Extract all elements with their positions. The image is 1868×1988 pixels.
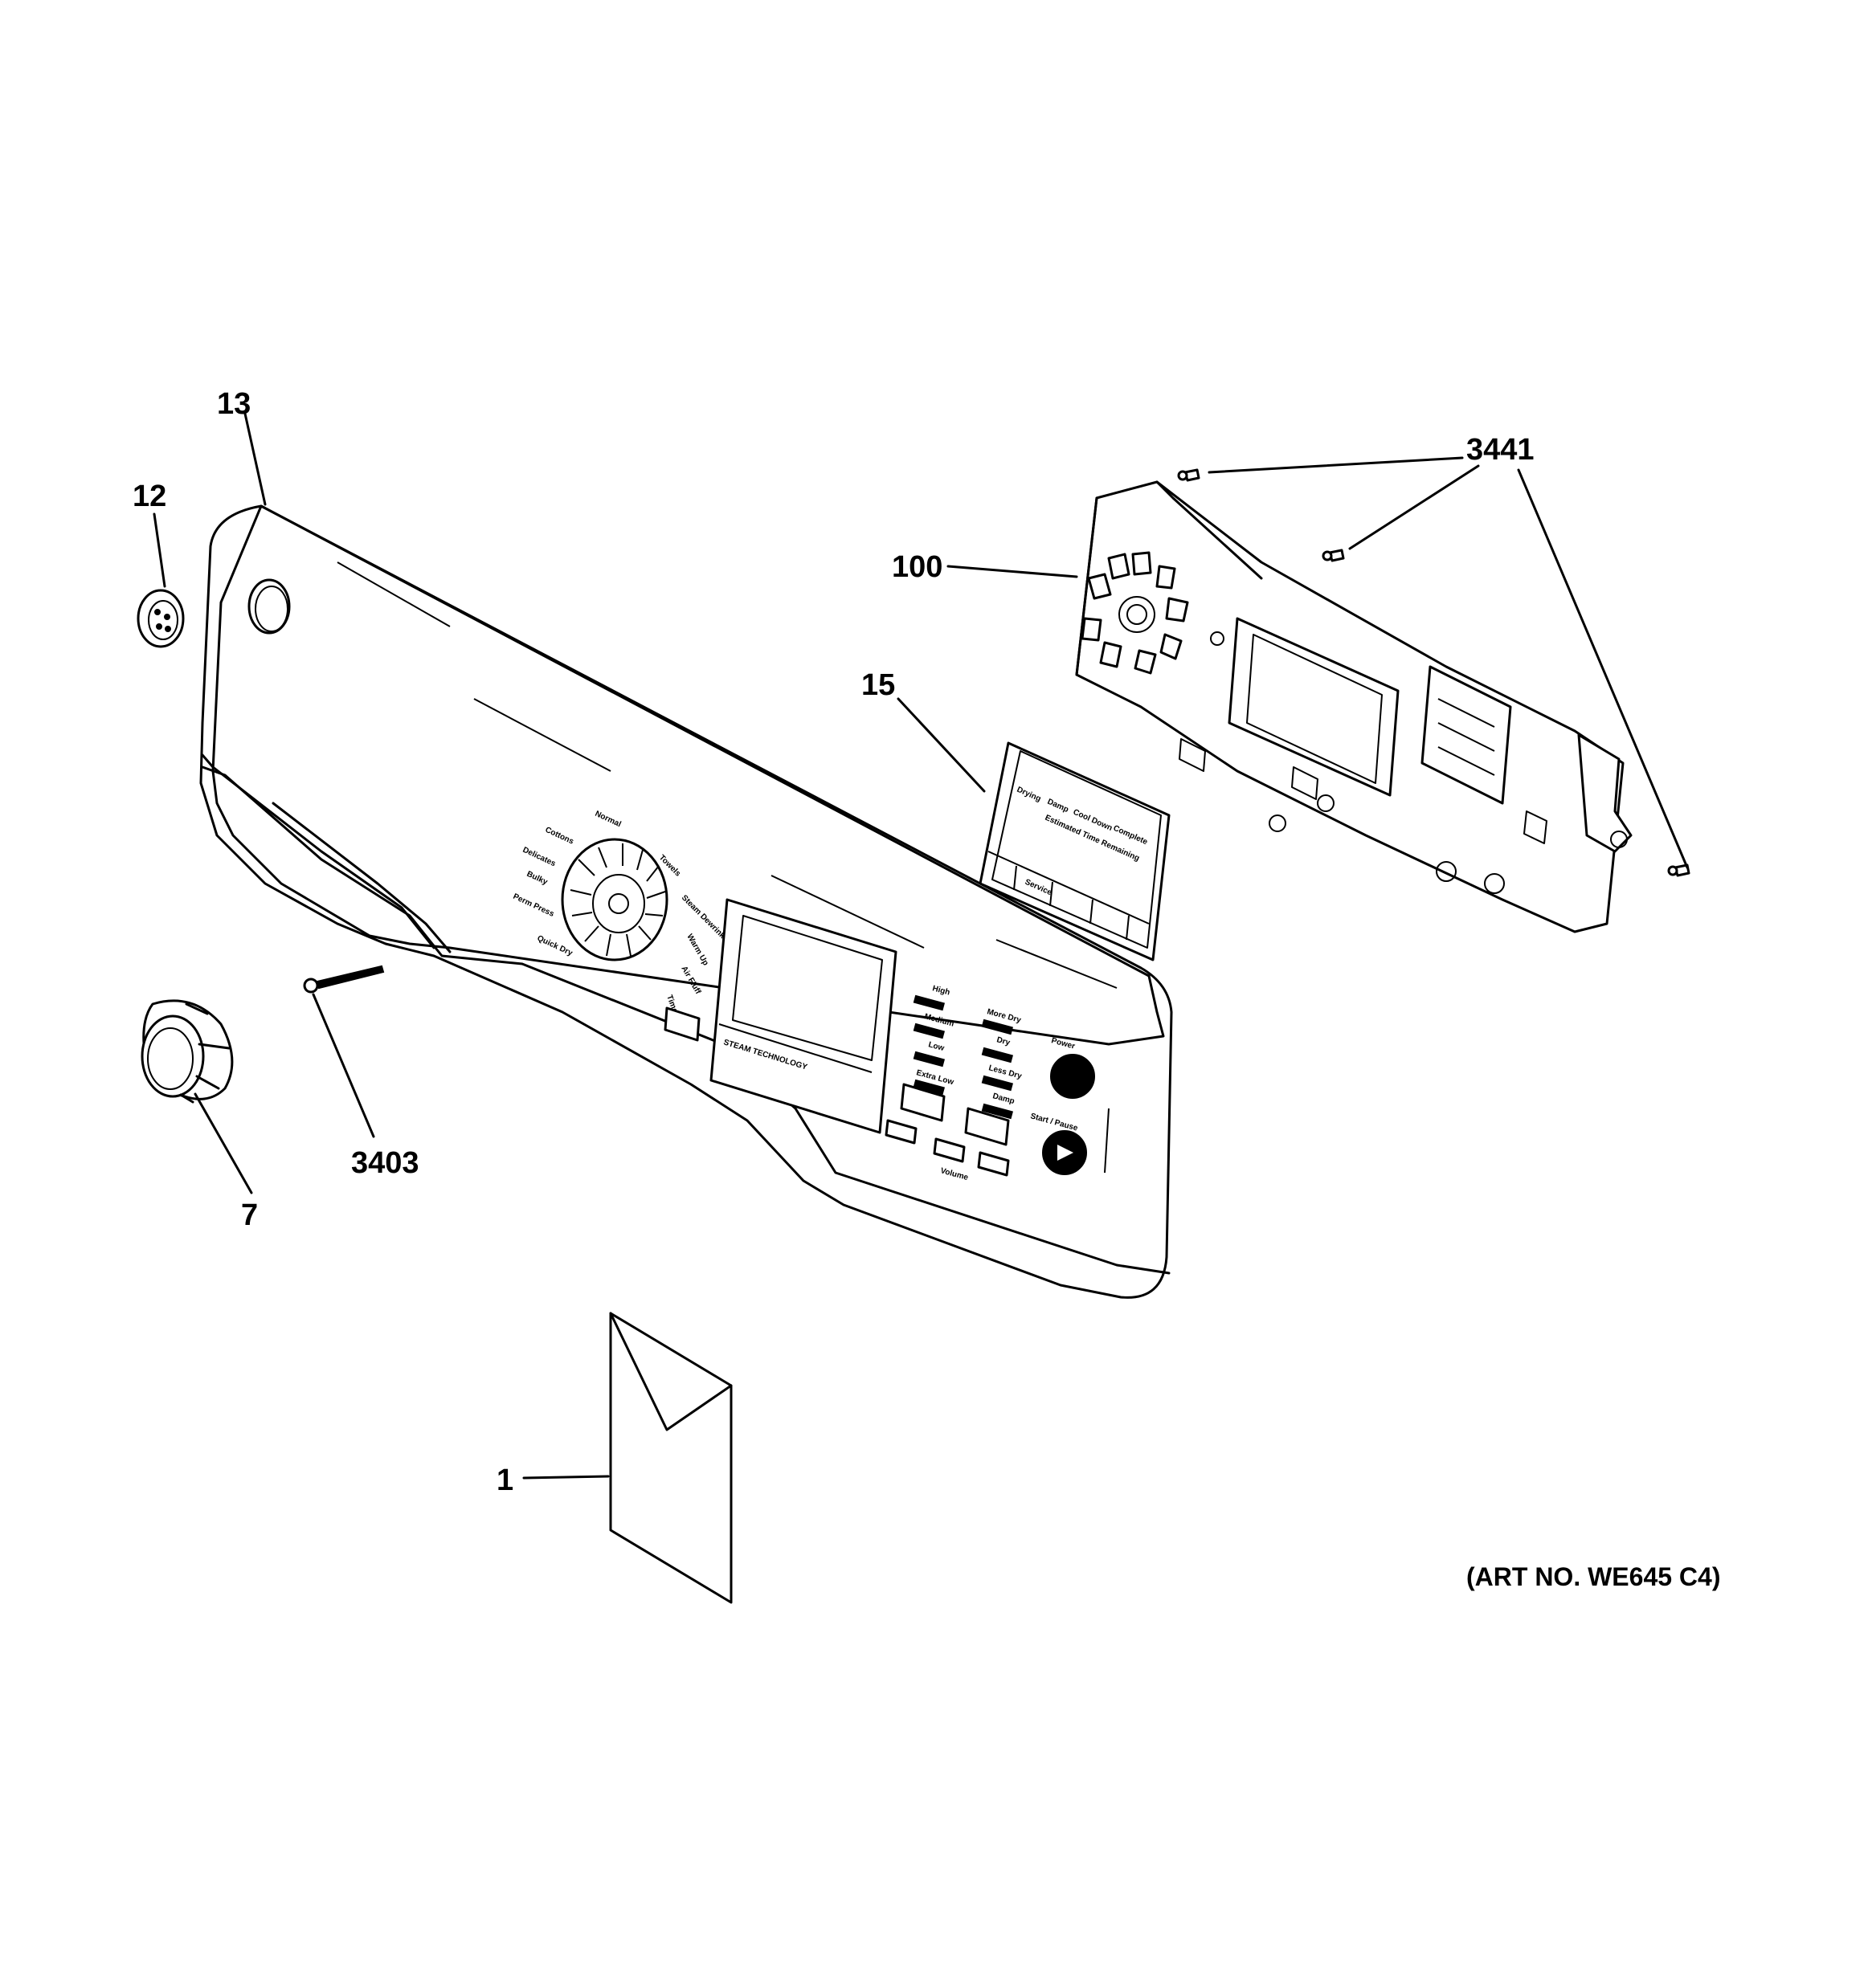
callout-3441: 3441 bbox=[1466, 433, 1535, 467]
leader-100 bbox=[946, 565, 1078, 578]
part-7-knob bbox=[141, 999, 234, 1104]
label-volume: Volume bbox=[939, 1166, 969, 1182]
leader-3403 bbox=[312, 993, 375, 1138]
label-start-pause: Start / Pause bbox=[1029, 1112, 1079, 1133]
leader-7 bbox=[194, 1092, 253, 1194]
part-3403-screw bbox=[303, 965, 385, 994]
callout-100: 100 bbox=[892, 550, 942, 584]
callout-13: 13 bbox=[217, 387, 251, 421]
leader-3441-c bbox=[1517, 468, 1689, 869]
leader-3441-a bbox=[1208, 456, 1464, 474]
label-low: Low bbox=[927, 1040, 945, 1053]
panel-cycle-dial bbox=[561, 838, 668, 961]
callout-12: 12 bbox=[133, 480, 166, 513]
leader-1 bbox=[522, 1475, 610, 1480]
part-15-display-module: Drying Damp Cool Down Complete Estimated… bbox=[979, 741, 1171, 961]
leader-lines bbox=[153, 412, 1689, 1480]
control-panel-console: Normal Cottons Delicates Bulky Perm Pres… bbox=[199, 504, 1173, 1299]
callout-1: 1 bbox=[497, 1463, 513, 1497]
callout-7: 7 bbox=[241, 1198, 258, 1232]
label-dry: Dry bbox=[995, 1035, 1011, 1047]
leader-15 bbox=[897, 697, 986, 793]
part-3441-screws bbox=[1177, 468, 1690, 877]
panel-power-button: Power bbox=[1050, 1036, 1095, 1099]
callout-3403: 3403 bbox=[351, 1146, 419, 1180]
art-number: (ART NO. WE645 C4) bbox=[1466, 1562, 1721, 1591]
part-100-control-board bbox=[1075, 480, 1633, 933]
leader-12 bbox=[153, 512, 166, 588]
leader-3441-b bbox=[1348, 464, 1480, 550]
callouts: 13 12 3441 100 15 3403 7 1 bbox=[133, 387, 1535, 1497]
callout-15: 15 bbox=[861, 668, 895, 702]
panel-display-window: STEAM TECHNOLOGY bbox=[709, 898, 897, 1134]
part-12-badge bbox=[137, 589, 185, 648]
label-damp: Damp bbox=[991, 1092, 1016, 1106]
panel-start-pause-button: Start / Pause bbox=[1029, 1112, 1087, 1175]
leader-13 bbox=[243, 412, 267, 506]
part-1-envelope bbox=[609, 1312, 733, 1604]
